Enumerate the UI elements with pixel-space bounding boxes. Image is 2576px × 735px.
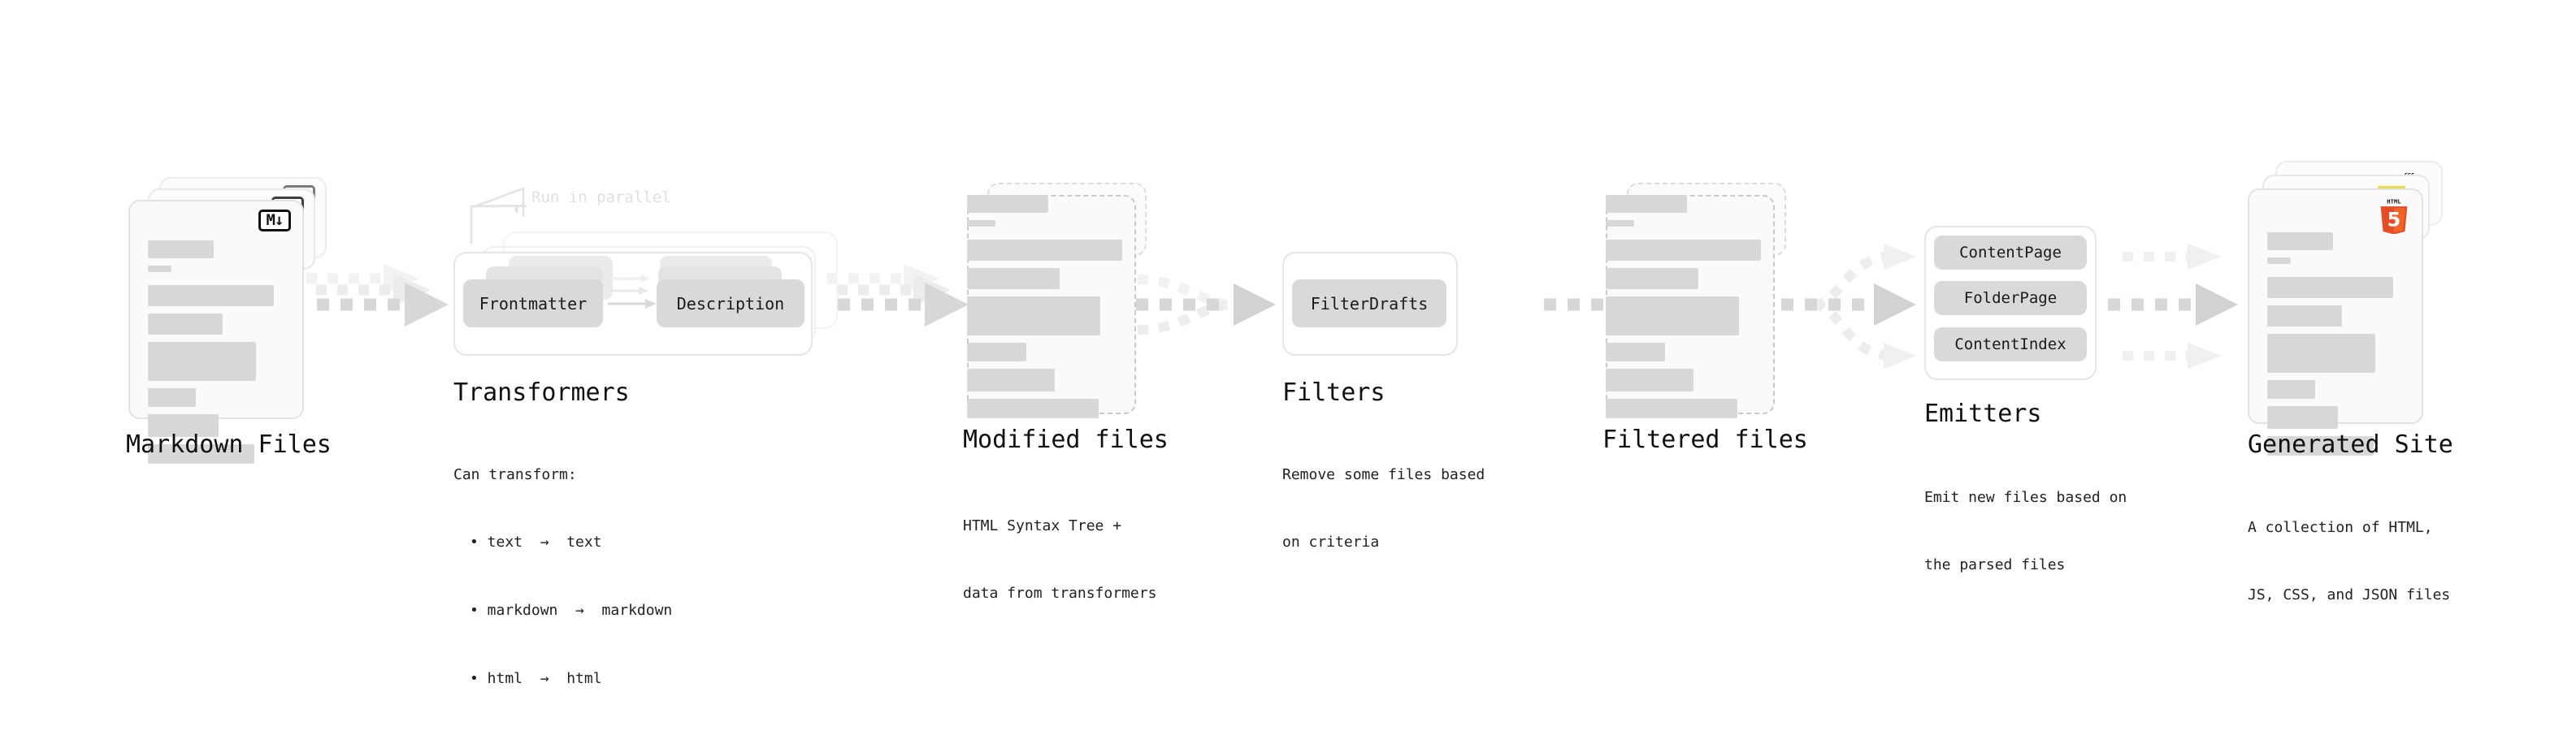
skeleton-bar — [1606, 195, 1687, 213]
transformers-bullet: • html → html — [470, 669, 602, 687]
skeleton-bar — [2267, 380, 2315, 399]
skeleton-bar — [967, 369, 1056, 391]
skeleton-bar — [1606, 399, 1738, 418]
skeleton-bar — [967, 343, 1026, 361]
arrow-markdown-to-transformers — [306, 264, 449, 326]
skeleton-bar — [2267, 232, 2333, 250]
label-generated-site: Generated Site — [2248, 430, 2453, 459]
skeleton-bar — [1606, 343, 1665, 361]
chip-frontmatter[interactable]: Frontmatter — [463, 279, 603, 327]
chip-filterdrafts[interactable]: FilterDrafts — [1292, 279, 1446, 327]
skeleton-bar — [967, 195, 1048, 213]
label-filtered-files: Filtered files — [1602, 426, 1808, 454]
skeleton-bar — [1606, 268, 1699, 289]
transformers-bullet: • markdown → markdown — [470, 602, 673, 620]
arrow-modified-to-filters — [1136, 275, 1276, 335]
arrow-emitters-to-generated — [2108, 244, 2238, 369]
chip-contentpage[interactable]: ContentPage — [1934, 236, 2087, 270]
modified-files-sub-line: HTML Syntax Tree + — [963, 517, 1122, 534]
generated-file-card: HTML 5 — [2248, 188, 2423, 456]
skeleton-bar — [1606, 240, 1762, 261]
skeleton-bar — [2267, 436, 2374, 456]
skeleton-bar — [148, 444, 255, 464]
doc-skeleton-bars — [2267, 232, 2404, 463]
skeleton-bar — [148, 414, 219, 437]
emitters-sub-line: the parsed files — [1924, 556, 2066, 574]
skeleton-bar — [2267, 305, 2343, 326]
filters-sub-line: on criteria — [1282, 534, 1380, 551]
chip-description-label: Description — [676, 293, 785, 313]
label-transformers: Transformers — [453, 378, 630, 407]
modified-files-subtitle: HTML Syntax Tree + data from transformer… — [963, 469, 1156, 651]
emitters-subtitle: Emit new files based on the parsed files — [1924, 441, 2127, 622]
emitters-sub-line: Emit new files based on — [1924, 488, 2127, 506]
chip-contentindex[interactable]: ContentIndex — [1934, 327, 2087, 361]
label-markdown-files: Markdown Files — [126, 430, 332, 459]
label-filters: Filters — [1282, 378, 1386, 407]
chip-contentindex-label: ContentIndex — [1954, 335, 2066, 353]
filters-sub-line: Remove some files based — [1282, 465, 1485, 483]
filtered-card-inner — [1606, 195, 1775, 418]
skeleton-bar — [148, 266, 171, 272]
skeleton-bar — [2267, 406, 2339, 429]
doc-skeleton-bars — [1606, 195, 1775, 418]
chip-filterdrafts-label: FilterDrafts — [1310, 293, 1429, 313]
skeleton-bar — [148, 240, 214, 258]
html5-badge: HTML 5 — [2378, 197, 2410, 235]
html5-logo-svg: HTML 5 — [2380, 197, 2408, 235]
label-modified-files: Modified files — [963, 426, 1169, 454]
skeleton-bar — [967, 296, 1101, 335]
svg-text:5: 5 — [2387, 209, 2400, 231]
arrow-transformers-to-modified — [827, 264, 969, 326]
chip-frontmatter-label: Frontmatter — [479, 293, 588, 313]
chip-folderpage-label: FolderPage — [1963, 289, 2058, 307]
skeleton-bar — [1606, 369, 1694, 391]
skeleton-bar — [148, 342, 256, 381]
filters-subtitle: Remove some files based on criteria — [1282, 418, 1485, 599]
generated-site-sub-line: A collection of HTML, — [2248, 518, 2433, 536]
doc-skeleton-bars — [148, 240, 284, 471]
label-emitters: Emitters — [1924, 400, 2042, 428]
md-badge-label: M↓ — [266, 211, 284, 229]
pipeline-diagram: M↓ M↓ M↓ Markdown Files — [126, 161, 2453, 687]
skeleton-bar — [1606, 296, 1740, 335]
transformers-bullet: • text → text — [470, 534, 602, 551]
transformers-sub-line: Can transform: — [453, 465, 577, 483]
arrow-filtered-to-emitters — [1781, 244, 1916, 369]
skeleton-bar — [967, 399, 1099, 418]
modified-card-inner — [967, 195, 1136, 418]
modified-files-sub-line: data from transformers — [963, 585, 1157, 603]
transformers-subtitle: Can transform: • text → text • markdown … — [453, 418, 672, 735]
skeleton-bar — [1606, 220, 1635, 227]
skeleton-bar — [148, 313, 223, 335]
skeleton-bar — [148, 285, 274, 306]
chip-folderpage[interactable]: FolderPage — [1934, 281, 2087, 315]
skeleton-bar — [967, 240, 1123, 261]
generated-site-sub-line: JS, CSS, and JSON files — [2248, 586, 2451, 604]
skeleton-bar — [148, 388, 196, 407]
doc-skeleton-bars — [967, 195, 1136, 418]
skeleton-bar — [2267, 277, 2393, 298]
generated-site-subtitle: A collection of HTML, JS, CSS, and JSON … — [2248, 471, 2450, 652]
markdown-file-card: M↓ — [128, 200, 304, 464]
markdown-badge: M↓ — [258, 210, 291, 231]
skeleton-bar — [967, 268, 1060, 289]
svg-text:HTML: HTML — [2387, 197, 2401, 205]
skeleton-bar — [2267, 257, 2291, 264]
chip-description[interactable]: Description — [657, 279, 804, 327]
chip-contentpage-label: ContentPage — [1959, 244, 2062, 262]
skeleton-bar — [967, 220, 996, 227]
skeleton-bar — [2267, 334, 2375, 373]
label-run-in-parallel: Run in parallel — [531, 188, 671, 206]
